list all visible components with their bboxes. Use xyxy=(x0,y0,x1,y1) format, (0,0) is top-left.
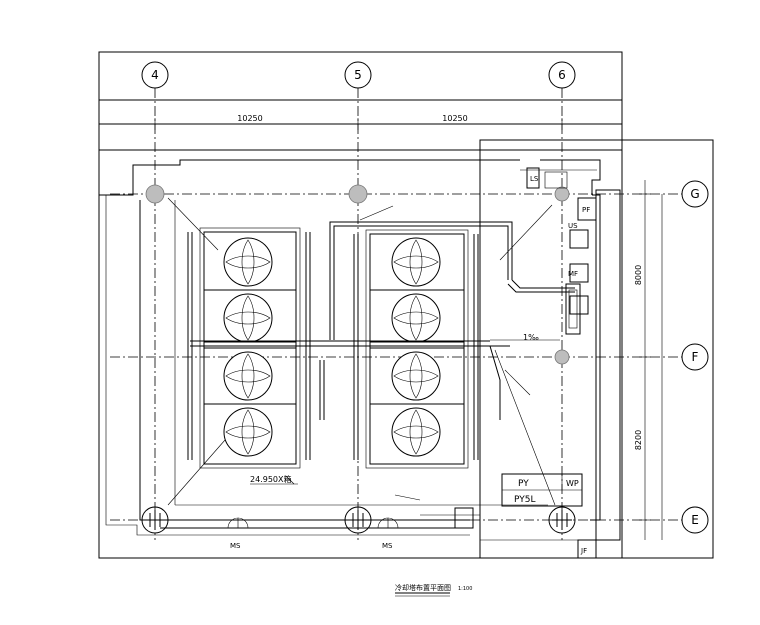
dim-5-6: 10250 xyxy=(442,114,467,123)
grid-label-4: 4 xyxy=(151,68,159,82)
grid-bubble-4: 4 xyxy=(141,61,169,89)
tag-py: PY xyxy=(518,479,529,489)
dim-4-5: 10250 xyxy=(237,114,262,123)
title-text: 冷却塔布置平面图 xyxy=(395,583,451,592)
grid-bubble-g: G xyxy=(681,180,709,208)
tag-jf: JF xyxy=(580,547,587,555)
fan-icon xyxy=(391,351,441,401)
dim-g-f: 8000 xyxy=(634,265,643,285)
dimension-top: 10250 10250 xyxy=(120,114,600,130)
building-outline xyxy=(99,159,621,541)
fan-icon xyxy=(223,351,273,401)
drawing-title: 冷却塔布置平面图 1:100 xyxy=(395,583,472,597)
right-equipment: LS PF US MF JF xyxy=(526,167,597,559)
level-mark: 24.950X箱 xyxy=(250,474,291,484)
tag-ls: LS xyxy=(530,175,539,183)
grid-bubble-5: 5 xyxy=(344,61,372,89)
fan-icon xyxy=(391,407,441,457)
tag-wp: WP xyxy=(566,479,579,488)
doors: MS MS xyxy=(227,517,399,550)
grid-bubble-e: E xyxy=(681,506,709,534)
fan-icon xyxy=(391,293,441,343)
tag-mf: MF xyxy=(568,270,578,278)
slope-mark: 1‰ xyxy=(523,333,539,342)
scale-text: 1:100 xyxy=(458,586,472,592)
fan-icon xyxy=(223,237,273,287)
fan-icon xyxy=(223,293,273,343)
grid-bubble-f: F xyxy=(681,343,709,371)
cooling-tower-right xyxy=(353,229,479,469)
column-bases xyxy=(141,506,576,534)
annotations: 24.950X箱 1‰ xyxy=(250,205,539,501)
grid-label-f: F xyxy=(692,350,699,364)
fan-icon xyxy=(391,237,441,287)
tag-ms-left: MS xyxy=(230,542,241,550)
grid-label-6: 6 xyxy=(558,68,566,82)
grid-label-e: E xyxy=(691,513,699,527)
tag-pysl: PY5L xyxy=(514,495,535,505)
fan-icon xyxy=(223,407,273,457)
dim-f-e: 8200 xyxy=(634,430,643,450)
tag-us: US xyxy=(568,222,578,230)
legend-box: PY WP PY5L xyxy=(420,473,583,529)
tag-ms-right: MS xyxy=(382,542,393,550)
cooling-tower-left xyxy=(187,227,311,469)
hip-lines xyxy=(167,197,556,506)
grid-bubble-6: 6 xyxy=(548,61,576,89)
tag-pf: PF xyxy=(582,206,590,214)
dimension-right: 8000 8200 xyxy=(634,180,663,540)
columns xyxy=(145,184,570,365)
piping xyxy=(190,221,581,420)
grid-label-g: G xyxy=(690,187,699,201)
grid-label-5: 5 xyxy=(354,68,362,82)
